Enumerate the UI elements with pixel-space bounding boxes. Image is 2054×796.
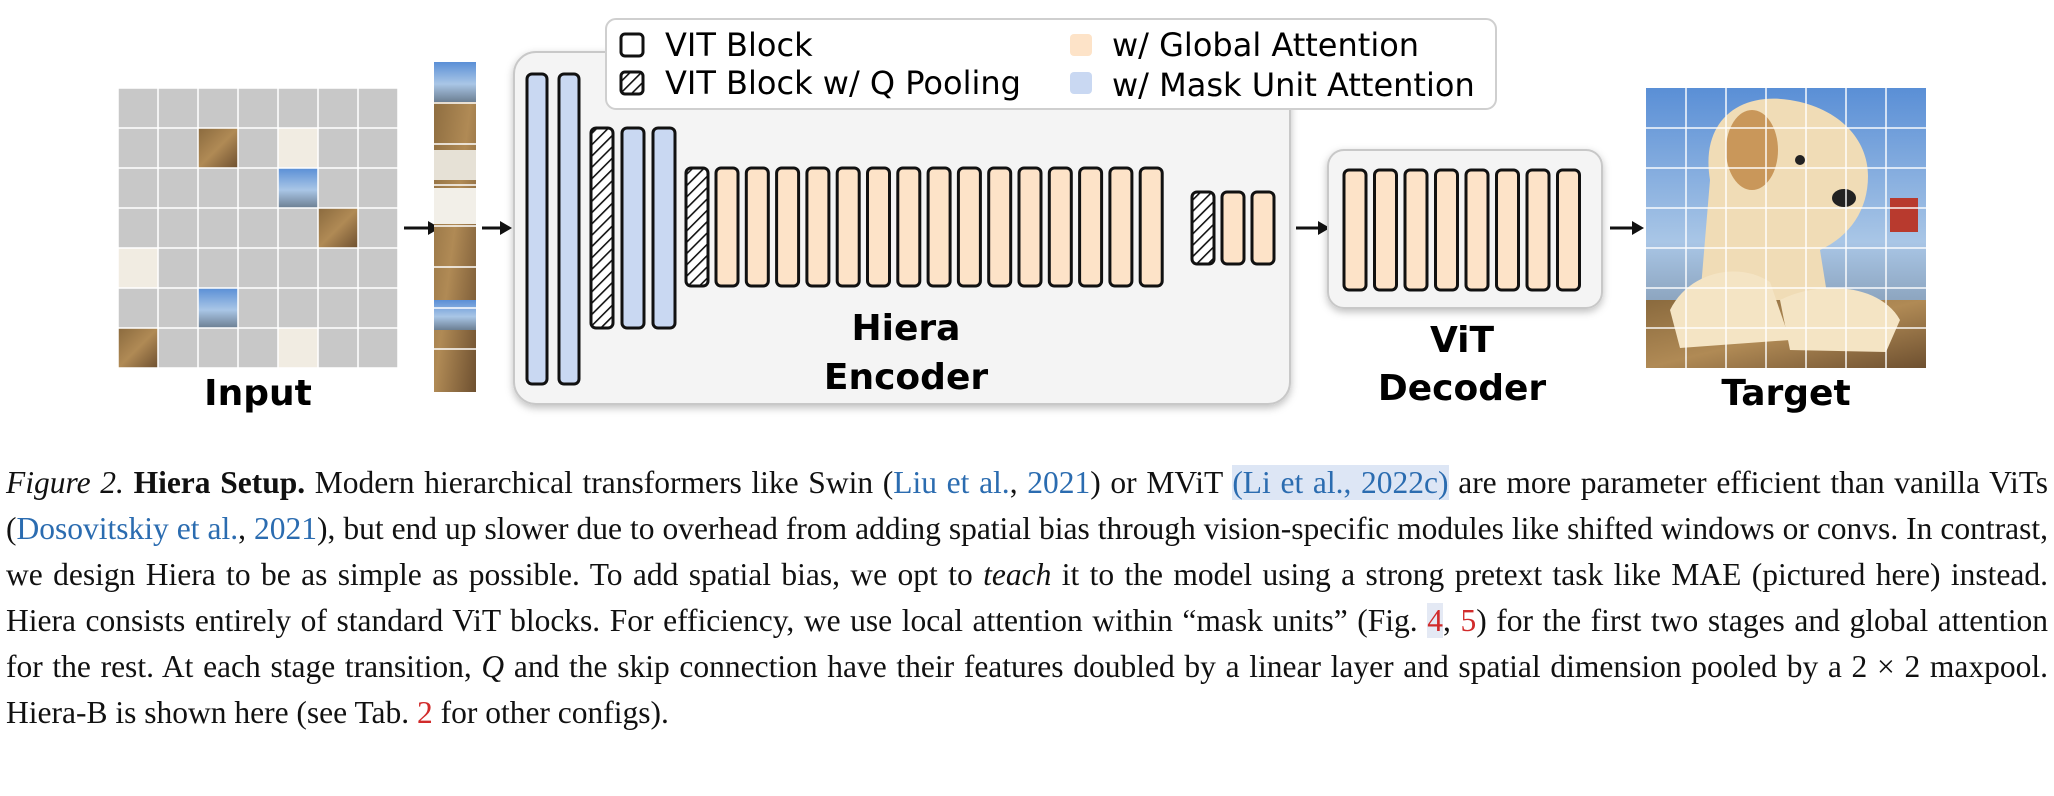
citation-link[interactable]: 2021	[253, 511, 317, 546]
caption-text: ,	[1009, 465, 1028, 500]
global-attention-block	[1108, 166, 1134, 288]
caption-text: it to the model using a strong pretext t…	[6, 557, 2048, 638]
arrow-icon	[1610, 221, 1644, 235]
qpool-block	[589, 126, 615, 330]
qpool-block	[684, 166, 710, 288]
caption-text: ), but end up slower due to overhead fro…	[6, 511, 2049, 592]
global-attention-block	[714, 166, 740, 288]
qpool-block	[1190, 190, 1216, 266]
decoder-block	[1495, 168, 1520, 292]
caption-emphasis: Q	[481, 649, 505, 684]
citation-link[interactable]: (Li et al., 2022c)	[1232, 465, 1449, 500]
global-attention-block	[775, 166, 801, 288]
token-strip	[434, 62, 476, 392]
legend: VIT Block VIT Block w/ Q Pooling w/ Glob…	[605, 18, 1497, 110]
caption-emphasis: teach	[983, 557, 1052, 592]
caption-text: ) for the first two stages and global at…	[6, 603, 2048, 684]
input-grid	[117, 87, 399, 369]
citation-link[interactable]: Dosovitskiy et al.	[16, 511, 239, 546]
target-label: Target	[1721, 373, 1850, 414]
mask-unit-block	[557, 72, 581, 386]
global-attention-block	[956, 166, 982, 288]
global-attention-block	[1017, 166, 1043, 288]
vit-block-swatch-icon	[619, 32, 645, 58]
global-attention-block	[866, 166, 891, 288]
global-attention-swatch-icon	[1070, 34, 1092, 56]
decoder-label-line1: ViT	[1430, 320, 1495, 361]
legend-mask-unit-attention: w/ Mask Unit Attention	[1112, 66, 1475, 104]
arrow-icon	[482, 221, 512, 235]
visible-patches	[118, 128, 358, 368]
citation-link[interactable]: 2021	[1027, 465, 1091, 500]
arrow-icon	[1296, 221, 1330, 235]
image-patch	[118, 248, 158, 288]
caption-heading: Hiera Setup.	[133, 465, 306, 500]
caption-text: Modern hierarchical transformers like Sw…	[305, 465, 894, 500]
global-attention-block	[805, 166, 831, 288]
legend-global-attention: w/ Global Attention	[1112, 26, 1419, 64]
mask-unit-block	[651, 126, 677, 330]
global-attention-block	[1047, 166, 1073, 288]
caption-text: for other configs).	[432, 695, 669, 730]
global-attention-block	[1220, 190, 1246, 266]
mask-unit-swatch-icon	[1070, 72, 1092, 94]
decoder-block	[1556, 168, 1581, 292]
decoder-blocks	[1342, 168, 1581, 292]
citation-link[interactable]: Liu et al.	[893, 465, 1010, 500]
table-ref-link[interactable]: 2	[416, 695, 433, 730]
encoder-blocks	[525, 72, 1276, 386]
figure-ref-link[interactable]: 5	[1460, 603, 1477, 638]
legend-vit-block: VIT Block	[665, 26, 813, 64]
figure-label: Figure 2.	[6, 465, 124, 500]
mask-unit-block	[620, 126, 646, 330]
figure-ref-link[interactable]: 4	[1427, 603, 1444, 638]
legend-vit-block-qpool: VIT Block w/ Q Pooling	[665, 64, 1021, 102]
global-attention-block	[1138, 166, 1164, 288]
target-image	[1646, 88, 1926, 368]
global-attention-block	[835, 166, 861, 288]
decoder-block	[1342, 168, 1368, 292]
caption-text: ,	[238, 511, 254, 546]
decoder-block	[1403, 168, 1429, 292]
global-attention-block	[1250, 190, 1276, 266]
encoder-label-line2: Encoder	[824, 357, 988, 398]
image-patch	[198, 288, 238, 328]
mask-unit-block	[525, 72, 549, 386]
caption-text: ,	[1443, 603, 1461, 638]
input-label: Input	[204, 373, 312, 414]
decoder-block	[1434, 168, 1459, 292]
hiera-diagram: Input Hiera Encoder VIT Block VIT Block …	[117, 18, 1926, 414]
image-patch	[318, 208, 358, 248]
decoder-block	[1464, 168, 1490, 292]
image-patch	[278, 168, 318, 208]
global-attention-block	[1078, 166, 1104, 288]
caption-text: are more parameter efficient than vanill…	[6, 465, 2049, 546]
decoder-block	[1525, 168, 1551, 292]
global-attention-block	[744, 166, 770, 288]
caption-text: and the skip connection have their featu…	[6, 649, 2048, 730]
image-patch	[118, 328, 158, 368]
figure-caption: Figure 2. Hiera Setup. Modern hierarchic…	[6, 460, 2048, 736]
qpool-swatch-icon	[619, 70, 645, 96]
image-patch	[278, 128, 318, 168]
caption-text: ) or MViT	[1090, 465, 1233, 500]
encoder-label-line1: Hiera	[852, 308, 961, 349]
global-attention-block	[896, 166, 922, 288]
image-patch	[198, 128, 238, 168]
global-attention-block	[926, 166, 952, 288]
image-patch	[278, 328, 318, 368]
global-attention-block	[987, 166, 1013, 288]
decoder-label-line2: Decoder	[1378, 368, 1547, 409]
decoder-block	[1373, 168, 1398, 292]
